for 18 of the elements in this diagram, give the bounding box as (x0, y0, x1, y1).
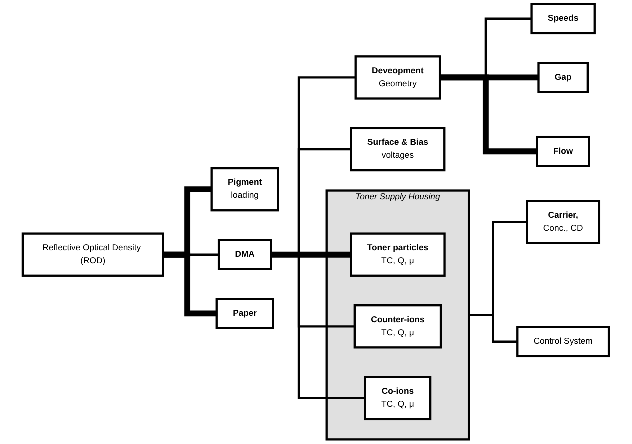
node-box: Co-ions TC, Q, μ (364, 376, 432, 421)
node-box: Speeds (530, 3, 596, 35)
node-box: Carrier, Conc., CD (526, 200, 601, 244)
node-box: Reflective Optical Density (ROD) (22, 232, 164, 277)
connector (469, 314, 518, 343)
node-box: Gap (538, 62, 589, 94)
connector (163, 252, 217, 317)
node-box: Pigment loading (210, 167, 280, 212)
node-box: Surface & Bias voltages (350, 127, 446, 172)
node-box: Deveopment Geometry (354, 56, 442, 100)
connector (440, 74, 538, 155)
node-box: DMA (218, 239, 272, 270)
node-box: Toner particles TC, Q, μ (350, 232, 446, 277)
node-box: Counter-ions TC, Q, μ (354, 304, 442, 349)
connector (271, 252, 352, 258)
node-box: Flow (536, 136, 590, 168)
node-box: Control System (516, 326, 610, 358)
node-box: Paper (216, 298, 274, 330)
